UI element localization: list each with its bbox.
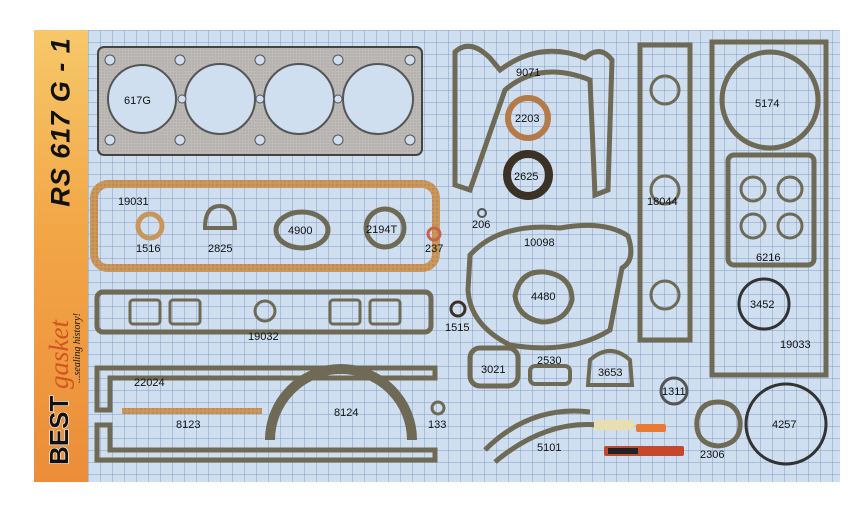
right-gaskets: 5174 6216 3452 19033 4257 — [709, 39, 829, 466]
label-19031: 19031 — [118, 196, 149, 208]
knife-grip — [608, 448, 638, 454]
fuel-pump-gasket — [694, 399, 743, 449]
head-gasket: 617G — [97, 46, 423, 156]
label-22024: 22024 — [134, 377, 165, 389]
label-4900: 4900 — [288, 225, 312, 237]
label-1516: 1516 — [136, 243, 160, 255]
seal-206 — [477, 208, 487, 218]
label-2530: 2530 — [537, 355, 561, 367]
label-19032: 19032 — [248, 331, 279, 343]
label-2194t: 2194T — [366, 224, 397, 236]
brand-best: BEST — [44, 396, 74, 465]
label-5101: 5101 — [537, 442, 561, 454]
seal-237 — [426, 226, 442, 242]
rtv-tube — [594, 420, 634, 430]
label-19033: 19033 — [780, 339, 811, 351]
label-6216: 6216 — [756, 252, 780, 264]
water-pump-gasket: 10098 4480 — [465, 222, 634, 351]
label-4257: 4257 — [772, 419, 796, 431]
exhaust-gasket: 18044 — [637, 42, 693, 343]
label-8124: 8124 — [334, 407, 358, 419]
label-10098: 10098 — [524, 237, 555, 249]
label-133: 133 — [428, 419, 446, 431]
label-4480: 4480 — [531, 291, 555, 303]
brand-gasket: gasket — [44, 319, 74, 389]
seal-1515 — [449, 300, 467, 318]
label-2625: 2625 — [514, 171, 538, 183]
brand-tagline: ...sealing history! — [72, 313, 83, 383]
intake-gasket: 19032 — [94, 289, 434, 343]
label-9071: 9071 — [516, 67, 540, 79]
label-3452: 3452 — [750, 299, 774, 311]
brand-logo: BEST gasket ...sealing history! — [38, 250, 84, 470]
label-3021: 3021 — [481, 364, 505, 376]
label-18044: 18044 — [647, 196, 678, 208]
rope-seal-lower — [493, 421, 599, 464]
label-8123: 8123 — [176, 419, 200, 431]
small-gaskets: 3021 2530 3653 1311 — [467, 345, 689, 406]
oil-pan-gasket: 22024 8123 8124 133 — [94, 364, 446, 463]
brand-band — [34, 30, 88, 482]
label-206: 206 — [472, 219, 490, 231]
label-3653: 3653 — [598, 367, 622, 379]
label-617g: 617G — [124, 95, 151, 107]
label-2306: 2306 — [700, 449, 724, 461]
label-5174: 5174 — [755, 98, 779, 110]
label-2203: 2203 — [515, 113, 539, 125]
label-1515: 1515 — [445, 322, 469, 334]
rope-seal-upper — [483, 408, 591, 452]
label-2825: 2825 — [208, 243, 232, 255]
label-237: 237 — [425, 243, 443, 255]
tube-cap — [636, 424, 666, 432]
label-1311: 1311 — [662, 386, 686, 398]
timing-cover-gasket: 9071 2203 2625 — [452, 43, 615, 200]
valve-cover-gasket: 19031 1516 2825 4900 2194T — [90, 180, 440, 272]
